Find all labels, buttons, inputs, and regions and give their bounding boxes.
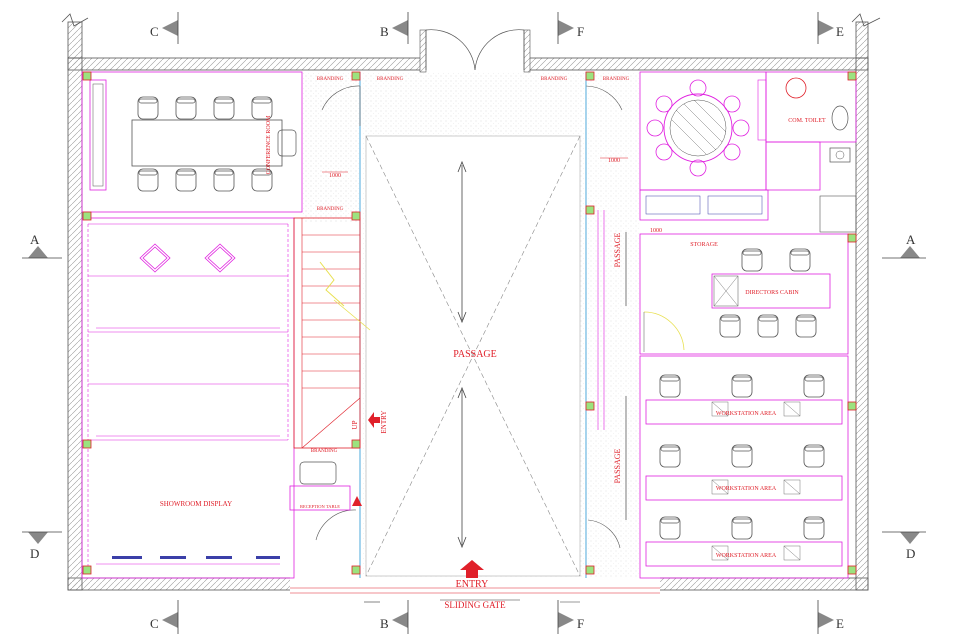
section-b-top: B [380,24,389,39]
passage-main-label: PASSAGE [453,349,497,360]
dim-label-1: 1000 [329,173,341,179]
conference-room-label: CONFERENCE ROOM [266,115,272,175]
entry-arrow-icon [460,560,484,578]
section-a-right: A [906,232,916,247]
branding-label-5: BRANDING [317,207,344,212]
side-passage-label-2: PASSAGE [613,448,622,483]
side-passage [586,72,640,578]
section-markers [22,12,926,634]
branding-label-1: BRANDING [317,77,344,82]
reception-entry-arrow-icon [352,496,362,506]
section-b-bottom: B [380,616,389,631]
stair-entry-arrow-icon [368,412,380,428]
directors-cabin [639,233,849,355]
toilet-label: COM. TOILET [788,118,826,124]
stair-entry-label: ENTRY [380,411,388,434]
workstation-area [639,355,849,579]
directors-cabin-label: DIRECTORS CABIN [745,290,799,296]
entry-main-label: ENTRY [456,579,489,590]
branding-label-2: BRANDING [377,77,404,82]
toilet [765,71,857,233]
section-e-bottom: E [836,616,844,631]
workstation-label-3: WORKSTATION AREA [716,553,777,559]
section-c-bottom: C [150,616,159,631]
top-double-door [425,29,525,71]
section-e-top: E [836,24,844,39]
section-f-top: F [577,24,584,39]
storage [639,189,769,221]
sliding-gate-label: SLIDING GATE [444,600,506,610]
branding-label-6: BRANDING [311,449,338,454]
staircase [293,217,371,449]
section-d-right: D [906,546,915,561]
storage-label: STORAGE [690,242,718,248]
section-d-left: D [30,546,39,561]
section-a-left: A [30,232,40,247]
section-f-bottom: F [577,616,584,631]
branding-label-3: BRANDING [541,77,568,82]
sliding-gate [290,587,660,603]
section-c-top: C [150,24,159,39]
reception [289,461,351,511]
dim-label-3: 1000 [650,228,662,234]
side-passage-label-1: PASSAGE [613,232,622,267]
round-table-room [639,71,767,191]
workstation-label-2: WORKSTATION AREA [716,486,777,492]
showroom-area [81,217,295,579]
showroom-label: SHOWROOM DISPLAY [160,500,232,508]
workstation-label-1: WORKSTATION AREA [716,411,777,417]
reception-table-label: RECEPTION TABLE [300,504,340,509]
columns [82,71,857,575]
central-passage [359,72,587,578]
stair-up-label: UP [351,420,359,429]
